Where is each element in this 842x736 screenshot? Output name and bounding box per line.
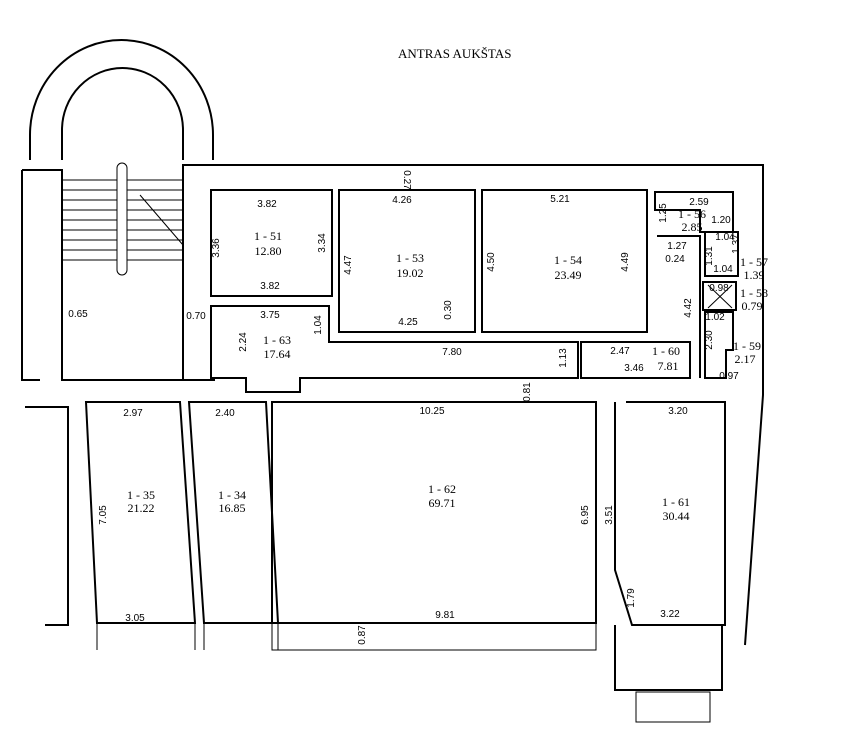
dimension-label: 3.51 bbox=[604, 505, 615, 525]
dimension-label: 0.70 bbox=[186, 311, 206, 322]
dimension-label: 0.30 bbox=[443, 300, 454, 320]
room-1-57: 1 - 571.39 bbox=[740, 255, 768, 282]
dimension-label: 4.25 bbox=[398, 317, 418, 328]
dimension-label: 1.79 bbox=[626, 588, 637, 608]
room-area: 12.80 bbox=[255, 244, 282, 258]
dimension-label: 1.20 bbox=[711, 215, 731, 226]
dimension-label: 5.21 bbox=[550, 194, 570, 205]
dimension-label: 0.81 bbox=[522, 382, 533, 402]
room-area: 1.39 bbox=[744, 268, 765, 282]
dimension-label: 0.65 bbox=[68, 309, 88, 320]
dimension-label: 10.25 bbox=[419, 406, 444, 417]
room-code: 1 - 60 bbox=[652, 344, 680, 358]
walls bbox=[21, 39, 764, 723]
dimension-label: 4.49 bbox=[620, 252, 631, 272]
dimension-label: 3.05 bbox=[125, 613, 145, 624]
room-code: 1 - 53 bbox=[396, 251, 424, 265]
room-area: 2.85 bbox=[682, 220, 703, 234]
room-area: 2.17 bbox=[735, 352, 756, 366]
dimension-label: 2.47 bbox=[610, 346, 630, 357]
dimensions-horizontal: 3.82 3.82 4.26 5.21 3.75 4.25 7.80 2.47 … bbox=[68, 194, 739, 624]
dimension-label: 3.22 bbox=[660, 609, 680, 620]
dimension-label: 2.40 bbox=[215, 408, 235, 419]
dimension-label: 4.50 bbox=[486, 252, 497, 272]
room-area: 17.64 bbox=[264, 347, 291, 361]
dimension-label: 1.27 bbox=[667, 241, 687, 252]
room-area: 30.44 bbox=[663, 509, 690, 523]
dimension-label: 1.25 bbox=[658, 203, 669, 223]
dimension-label: 9.81 bbox=[435, 610, 455, 621]
dimension-label: 3.82 bbox=[257, 199, 277, 210]
room-code: 1 - 56 bbox=[678, 207, 706, 221]
room-1-58: 1 - 580.79 bbox=[740, 286, 768, 313]
dimension-label: 2.24 bbox=[238, 332, 249, 352]
room-area: 23.49 bbox=[555, 268, 582, 282]
dimension-label: 3.20 bbox=[668, 406, 688, 417]
room-code: 1 - 34 bbox=[218, 488, 246, 502]
dimension-label: 6.95 bbox=[580, 505, 591, 525]
dimension-label: 1.13 bbox=[558, 348, 569, 368]
room-code: 1 - 58 bbox=[740, 286, 768, 300]
dimension-label: 3.46 bbox=[624, 363, 644, 374]
dimension-label: 4.47 bbox=[343, 255, 354, 275]
dimension-label: 4.26 bbox=[392, 195, 412, 206]
dimension-label: 2.97 bbox=[123, 408, 143, 419]
dimension-label: 7.05 bbox=[98, 505, 109, 525]
dimension-label: 0.97 bbox=[719, 371, 739, 382]
dimension-label: 0.87 bbox=[357, 625, 368, 645]
dimension-label: 1.31 bbox=[704, 246, 715, 266]
dimension-label: 3.82 bbox=[260, 281, 280, 292]
dimension-label: 2.30 bbox=[704, 330, 715, 350]
room-1-56: 1 - 562.85 bbox=[678, 207, 706, 234]
dimension-label: 2.59 bbox=[689, 197, 709, 208]
room-area: 21.22 bbox=[128, 501, 155, 515]
dimension-label: 1.04 bbox=[313, 315, 324, 335]
room-area: 16.85 bbox=[219, 501, 246, 515]
room-code: 1 - 35 bbox=[127, 488, 155, 502]
dimension-label: 0.24 bbox=[665, 254, 685, 265]
room-code: 1 - 63 bbox=[263, 333, 291, 347]
room-code: 1 - 59 bbox=[733, 339, 761, 353]
dimension-label: 1.04 bbox=[713, 264, 733, 275]
room-1-59: 1 - 592.17 bbox=[733, 339, 761, 366]
room-area: 19.02 bbox=[397, 266, 424, 280]
room-1-60: 1 - 607.81 bbox=[652, 344, 680, 373]
dimension-label: 0.27 bbox=[401, 170, 412, 190]
dimension-label: 1.04 bbox=[715, 232, 735, 243]
room-code: 1 - 54 bbox=[554, 253, 582, 267]
room-area: 69.71 bbox=[429, 496, 456, 510]
dimensions-vertical: 3.36 3.34 4.47 4.50 4.49 0.30 1.04 2.24 … bbox=[98, 170, 742, 644]
dimension-label: 3.36 bbox=[211, 238, 222, 258]
room-code: 1 - 51 bbox=[254, 229, 282, 243]
dimension-label: 1.02 bbox=[705, 312, 725, 323]
dimension-label: 0.98 bbox=[709, 283, 729, 294]
room-code: 1 - 61 bbox=[662, 495, 690, 509]
dimension-label: 1.37 bbox=[731, 234, 742, 254]
dimension-label: 4.42 bbox=[683, 298, 694, 318]
dimension-label: 3.34 bbox=[317, 233, 328, 253]
room-code: 1 - 57 bbox=[740, 255, 768, 269]
room-area: 0.79 bbox=[742, 299, 763, 313]
dimension-label: 7.80 bbox=[442, 347, 462, 358]
room-code: 1 - 62 bbox=[428, 482, 456, 496]
plan-title: ANTRAS AUKŠTAS bbox=[398, 46, 511, 61]
room-area: 7.81 bbox=[658, 359, 679, 373]
dimension-label: 3.75 bbox=[260, 310, 280, 321]
